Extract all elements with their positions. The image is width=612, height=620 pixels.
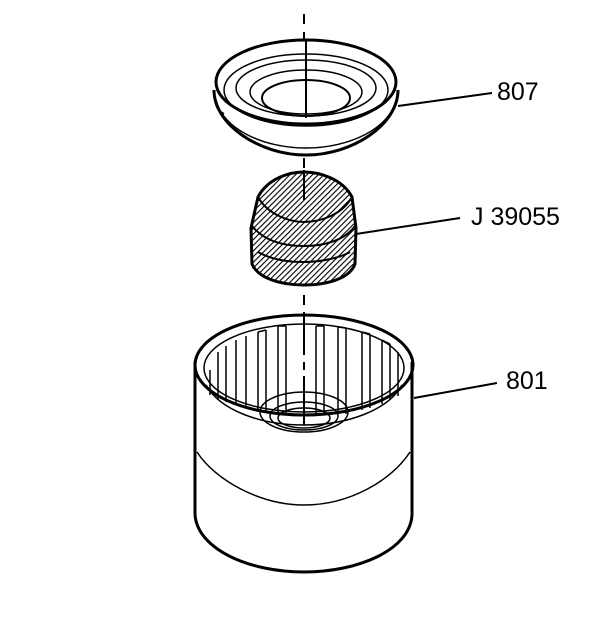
- label-807: 807: [497, 78, 539, 106]
- part-807-drawing: [212, 38, 493, 157]
- part-801-drawing: [193, 313, 498, 574]
- part-j39055-drawing: [249, 170, 461, 287]
- label-j39055: J 39055: [471, 203, 560, 231]
- label-801: 801: [506, 367, 548, 395]
